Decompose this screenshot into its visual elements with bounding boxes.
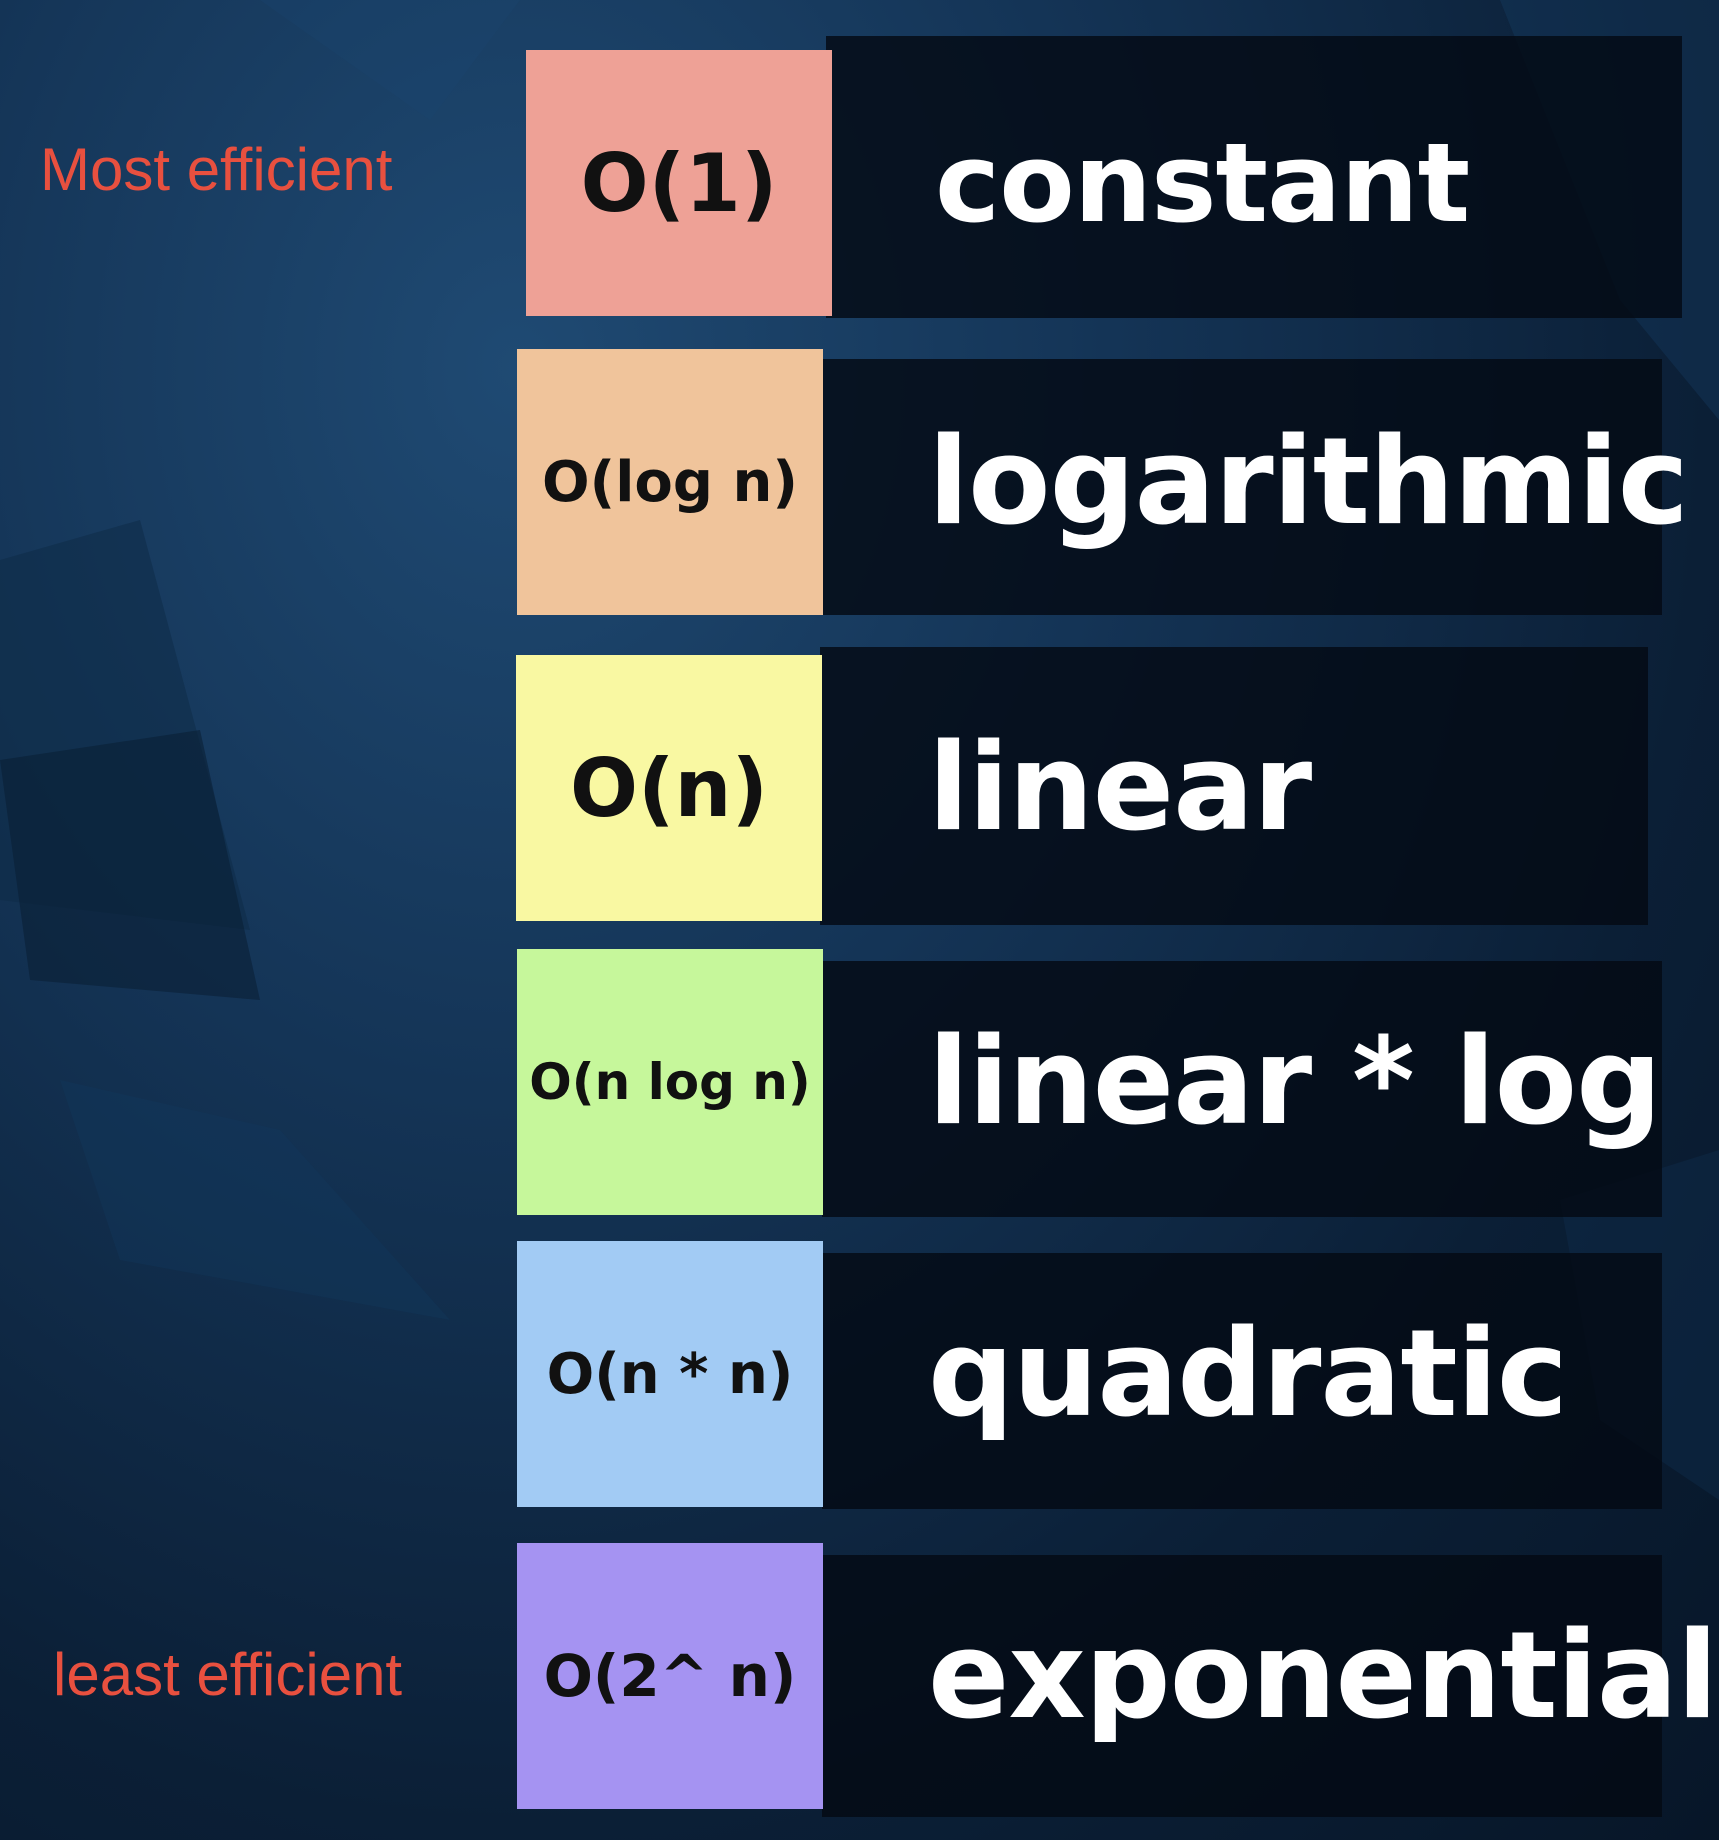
complexity-row-exponential: O(2^ n) exponential (0, 1543, 1719, 1817)
complexity-row-linear-log: O(n log n) linear * log (0, 949, 1719, 1217)
notation-box: O(1) (526, 50, 832, 316)
complexity-name: linear (928, 718, 1312, 858)
row-background (820, 359, 1662, 615)
notation-box: O(n) (516, 655, 822, 921)
complexity-name: constant (935, 119, 1470, 247)
complexity-row-quadratic: O(n * n) quadratic (0, 1241, 1719, 1509)
notation-text: O(n log n) (529, 1053, 811, 1111)
complexity-row-logarithmic: O(log n) logarithmic (0, 349, 1719, 615)
most-efficient-label: Most efficient (40, 136, 393, 203)
notation-text: O(n) (569, 741, 769, 835)
notation-text: O(2^ n) (543, 1642, 797, 1710)
notation-box: O(log n) (517, 349, 823, 615)
row-background (822, 1253, 1662, 1509)
complexity-name: exponential (928, 1606, 1718, 1746)
notation-box: O(n log n) (517, 949, 823, 1215)
row-background (820, 647, 1648, 925)
notation-box: O(2^ n) (517, 1543, 823, 1809)
row-background (822, 1555, 1662, 1817)
notation-text: O(log n) (542, 449, 798, 515)
complexity-row-linear: O(n) linear (0, 647, 1719, 925)
complexity-name: quadratic (928, 1304, 1568, 1444)
row-background (822, 961, 1662, 1217)
notation-text: O(n * n) (546, 1341, 794, 1407)
complexity-row-constant: O(1) constant (0, 36, 1719, 318)
least-efficient-label: least efficient (53, 1641, 403, 1708)
complexity-name: logarithmic (928, 412, 1689, 552)
notation-box: O(n * n) (517, 1241, 823, 1507)
notation-text: O(1) (580, 136, 778, 230)
complexity-name: linear * log (928, 1012, 1662, 1152)
row-background (826, 36, 1682, 318)
